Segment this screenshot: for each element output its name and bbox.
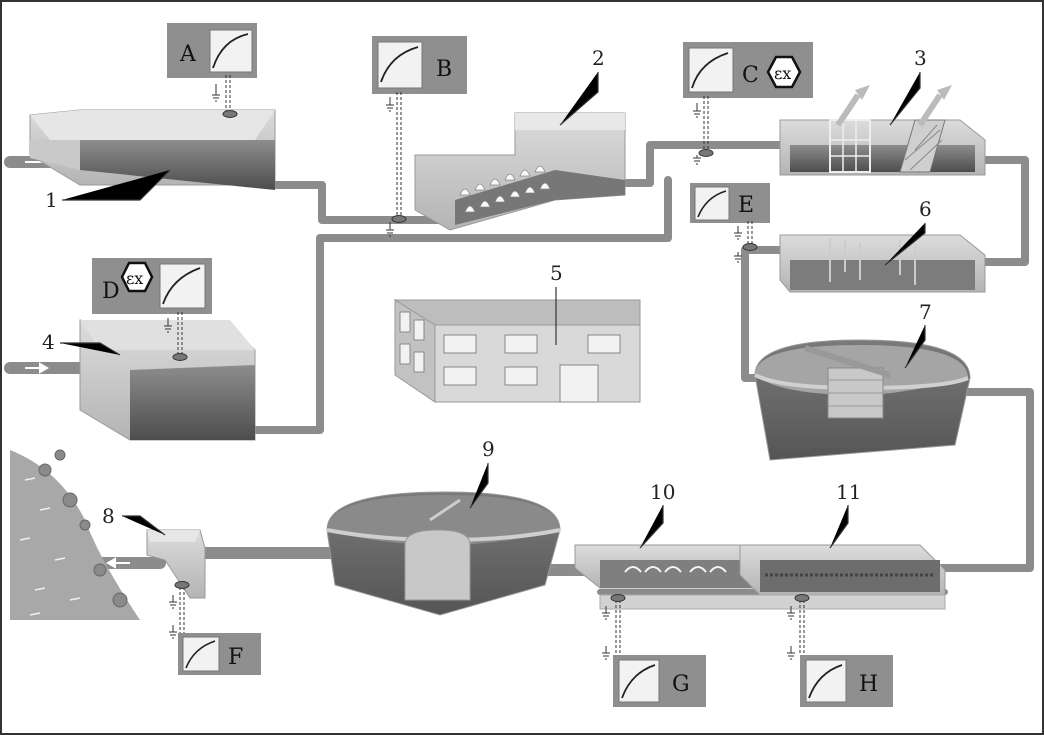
- stage-label-2: 2: [592, 46, 605, 70]
- stage-label-3: 3: [914, 46, 927, 70]
- stage-9-final-clarifier: [326, 491, 561, 616]
- display-curve-icon: [159, 263, 206, 309]
- instrument-tag: B: [436, 57, 452, 82]
- display-curve-icon: [805, 659, 847, 703]
- atex-ex-icon: εx: [120, 261, 154, 293]
- stage-label-5: 5: [550, 261, 563, 285]
- sensor-icon: [698, 149, 714, 157]
- svg-text:εx: εx: [774, 64, 791, 83]
- instrument-H[interactable]: H: [787, 594, 893, 708]
- instrument-tag: H: [859, 672, 878, 697]
- display-curve-icon: [182, 636, 220, 672]
- stage-6-aeration-basin: [779, 234, 986, 293]
- stage-label-7: 7: [919, 300, 932, 324]
- svg-text:εx: εx: [126, 269, 143, 288]
- stage-label-10: 10: [650, 480, 675, 504]
- stage-label-texts: 1 2 3 4 5 6 7 8 9 10 11: [42, 46, 932, 528]
- sensor-icon: [794, 594, 810, 602]
- stage-10-11-filtration: [574, 544, 946, 610]
- stage-label-9: 9: [482, 437, 495, 461]
- sensor-icon: [172, 353, 188, 361]
- instrument-tag: A: [179, 42, 197, 67]
- sensor-icon: [742, 243, 758, 251]
- instrument-tag: E: [738, 193, 754, 218]
- sensor-icon: [222, 110, 238, 118]
- instrument-E[interactable]: E: [690, 183, 770, 263]
- instrument-D[interactable]: D εx: [92, 258, 212, 361]
- stage-4-storm-tank: [79, 319, 256, 441]
- sensor-icon: [174, 581, 190, 589]
- display-curve-icon: [618, 659, 660, 703]
- instrument-tag: G: [672, 672, 690, 697]
- sensor-icon: [391, 215, 407, 223]
- receiving-water: [10, 449, 140, 620]
- stage-label-11: 11: [836, 480, 861, 504]
- stage-3-rake-basin: [779, 85, 986, 176]
- stage-8-outlet-weir: [146, 529, 206, 599]
- instrument-tag: C: [742, 63, 759, 88]
- instrument-F[interactable]: F: [169, 581, 261, 676]
- stage-label-1: 1: [45, 188, 58, 212]
- instrument-tag: D: [102, 279, 120, 304]
- display-curve-icon: [688, 47, 734, 93]
- instrument-B[interactable]: B: [372, 36, 467, 237]
- stage-label-8: 8: [102, 504, 115, 528]
- building-windows: [399, 311, 621, 403]
- stage-labels: [60, 72, 926, 549]
- stage-7-clarifier: [754, 339, 971, 461]
- instrument-tag: F: [228, 645, 243, 670]
- stage-label-6: 6: [919, 197, 932, 221]
- display-curve-icon: [377, 41, 423, 89]
- stage-5-building: [393, 299, 641, 403]
- stage-label-4: 4: [42, 330, 55, 354]
- instrument-G[interactable]: G: [602, 594, 706, 708]
- screen-teeth: [459, 165, 551, 213]
- sensor-icon: [610, 594, 626, 602]
- atex-ex-icon: εx: [766, 55, 802, 89]
- instrument-A[interactable]: A: [167, 23, 257, 118]
- display-curve-icon: [209, 29, 253, 73]
- stage-2-screening: [414, 112, 626, 231]
- stage-1-inlet-channel: [29, 109, 276, 190]
- instrument-C[interactable]: C εx: [683, 42, 813, 165]
